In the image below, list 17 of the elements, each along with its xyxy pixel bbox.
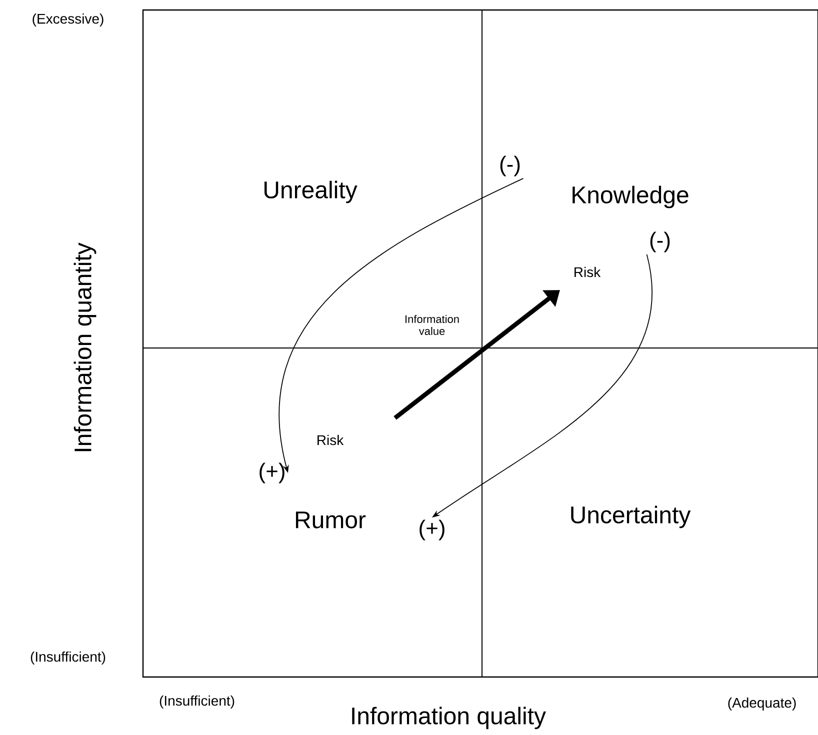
risk-label: Risk	[574, 266, 601, 278]
axis-end-label: (Insufficient)	[30, 651, 106, 664]
axis-end-label: (Insufficient)	[160, 695, 234, 708]
axis-title: Information quality	[352, 706, 546, 730]
axis-title: Information quantity	[74, 242, 96, 452]
sign-label: (-)	[650, 232, 670, 252]
sign-label: (+)	[260, 462, 284, 484]
axis-end-label: (Excessive)	[32, 13, 104, 26]
quadrant-label: Uncertainty	[571, 506, 691, 528]
sign-label: (+)	[420, 520, 444, 540]
quadrant-label: Knowledge	[572, 186, 688, 208]
risk-label: Risk	[318, 434, 344, 446]
quadrant-label: Rumor	[296, 512, 366, 528]
quadrant-label: Unreality	[264, 180, 358, 204]
axis-end-label: (Adequate)	[728, 697, 796, 710]
sign-label: (-)	[500, 156, 520, 176]
arrow-label: Information value	[406, 314, 459, 336]
